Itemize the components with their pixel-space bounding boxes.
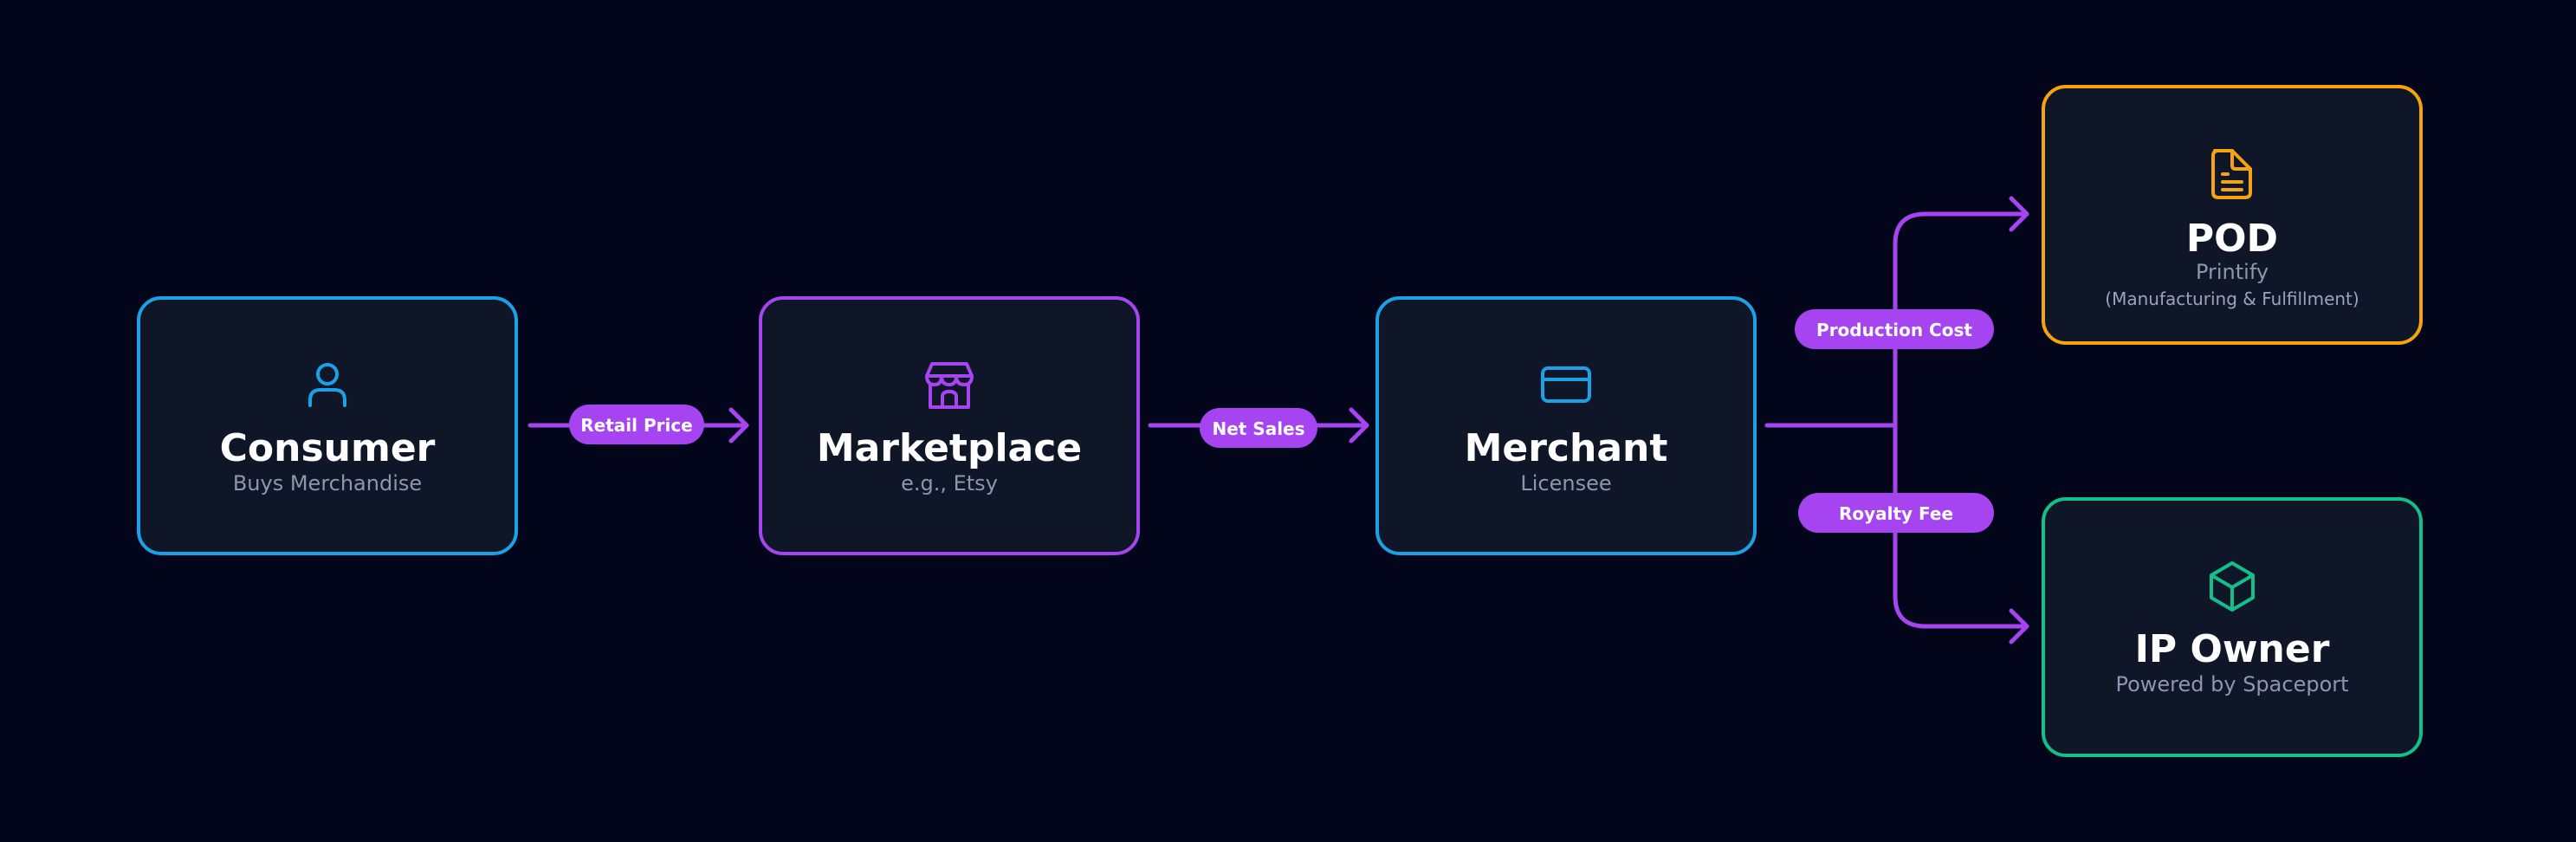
edge-label-production-cost: Production Cost bbox=[1795, 309, 1994, 349]
node-consumer-title: Consumer bbox=[220, 426, 436, 470]
node-ip-owner-title: IP Owner bbox=[2135, 627, 2330, 671]
edge-label-royalty-fee-text: Royalty Fee bbox=[1839, 503, 1953, 524]
node-marketplace: Marketplace e.g., Etsy bbox=[759, 296, 1140, 555]
edge-label-retail-price: Retail Price bbox=[569, 405, 704, 444]
node-merchant-title: Merchant bbox=[1465, 426, 1668, 470]
edge-label-royalty-fee: Royalty Fee bbox=[1798, 493, 1994, 533]
user-icon bbox=[308, 363, 346, 407]
connector-merchant-split bbox=[1764, 196, 2029, 644]
storefront-icon bbox=[925, 362, 974, 409]
node-ip-owner-subtitle: Powered by Spaceport bbox=[2115, 672, 2348, 696]
node-consumer-subtitle: Buys Merchandise bbox=[233, 471, 422, 495]
node-pod-title: POD bbox=[2186, 217, 2278, 261]
node-pod: POD Printify (Manufacturing & Fulfillmen… bbox=[2042, 85, 2423, 345]
node-consumer: Consumer Buys Merchandise bbox=[137, 296, 518, 555]
credit-card-icon bbox=[1541, 366, 1591, 403]
cube-icon bbox=[2210, 561, 2255, 612]
edge-label-production-cost-text: Production Cost bbox=[1816, 320, 1972, 340]
edge-label-net-sales: Net Sales bbox=[1200, 408, 1317, 448]
node-merchant: Merchant Licensee bbox=[1375, 296, 1757, 555]
edge-label-retail-price-text: Retail Price bbox=[580, 415, 693, 436]
node-pod-note: (Manufacturing & Fulfillment) bbox=[2105, 288, 2359, 309]
node-merchant-subtitle: Licensee bbox=[1520, 471, 1611, 495]
node-ip-owner: IP Owner Powered by Spaceport bbox=[2042, 497, 2423, 757]
node-marketplace-subtitle: e.g., Etsy bbox=[901, 471, 998, 495]
node-pod-subtitle: Printify bbox=[2196, 260, 2269, 284]
node-marketplace-title: Marketplace bbox=[817, 426, 1082, 470]
document-icon bbox=[2211, 149, 2252, 199]
edge-label-net-sales-text: Net Sales bbox=[1212, 418, 1304, 439]
